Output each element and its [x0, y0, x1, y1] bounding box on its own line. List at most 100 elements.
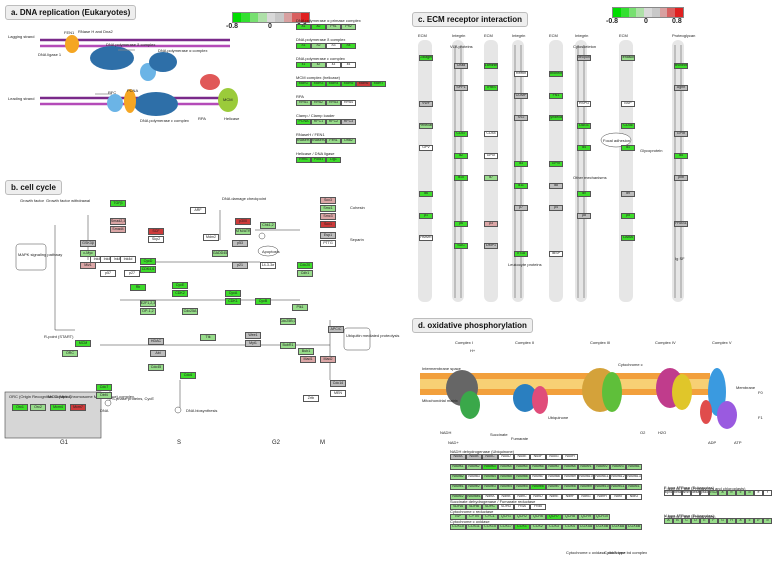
gene-node: FRAS1 [674, 221, 688, 227]
gene-node: Ndufa13 [626, 474, 642, 480]
gene-node: THBS [484, 85, 498, 91]
label-growth-factor: Growth factor [20, 198, 45, 203]
gene-node: ARF [190, 207, 206, 214]
gene-node: Bub1 [298, 348, 314, 355]
gene-node: α3 [514, 161, 528, 167]
gene-node: SDC [454, 243, 468, 249]
gene-node: Cdc45 [148, 364, 164, 371]
gene-node: NdhF [562, 494, 578, 500]
gene-node: NdhE [546, 494, 562, 500]
gene-node: Chk1,2 [260, 222, 276, 229]
gene-node: CycD [140, 258, 156, 265]
label-bd: Cytochrome bd complex [604, 550, 648, 555]
label-intermembrane: Intermembrane space [422, 366, 461, 371]
gene-node: Mcm7 [371, 81, 386, 87]
gene-node: α9 [621, 191, 635, 197]
gene-node: NdhD [530, 494, 546, 500]
gene-node: SDHA [450, 504, 466, 510]
gene-node: RFC2 [326, 119, 341, 125]
gene-node: Lig1 [326, 157, 341, 163]
gene-node: Ndufb5 [514, 484, 530, 490]
gene-node: COX15 [482, 524, 498, 530]
gene-node: e [754, 490, 763, 496]
ecm-column-header: Integrin [512, 33, 526, 38]
gene-node: α5 [674, 153, 688, 159]
gene-node: Ndufa11 [594, 474, 610, 480]
gene-node: TGFβ [110, 200, 126, 207]
gene-node: Mdm2 [203, 234, 219, 241]
gene-node: c″ [754, 518, 763, 524]
gene-node: d [745, 490, 754, 496]
gene-node: GSK3β [80, 240, 96, 247]
colorbar-left [232, 12, 310, 23]
gene-node: α1 [621, 145, 635, 151]
oxphos-complexes [446, 368, 737, 429]
complex-label: Complex II [515, 340, 535, 345]
gene-node: Ndufs6 [530, 464, 546, 470]
gene-node: epsilon [700, 490, 709, 496]
gene-node: ε2 [311, 62, 326, 68]
gene-node: Ndufs2 [466, 464, 482, 470]
gene-node: β5 [621, 213, 635, 219]
gene-node: Pold1 [311, 157, 326, 163]
gene-node: Scc3 [320, 197, 336, 204]
gene-node: NuoE [514, 454, 530, 460]
gene-node: Ndufc1 [626, 484, 642, 490]
gene-node: GPIb [674, 131, 688, 137]
label-f1: F1 [758, 415, 763, 420]
panel-a-title: a. DNA replication (Eukaryotes) [5, 5, 137, 20]
gene-node: NuoB [466, 454, 482, 460]
gene-node: Dna2 [341, 138, 356, 144]
gene-node: Cdc20 [297, 262, 313, 269]
label-pol-epsilon: DNA polymerase ε complex [140, 118, 189, 123]
gene-node: RNaseH1 [296, 138, 311, 144]
ecm-column-header: ECM [549, 33, 558, 38]
gene-node: Ndufs1 [450, 464, 466, 470]
gene-node: Pri1 [326, 24, 341, 30]
panel-c-title: c. ECM receptor interaction [412, 12, 529, 27]
gene-node: HMMR [419, 235, 433, 241]
gene-node: Ndufb6 [530, 484, 546, 490]
gene-node: a2 [311, 24, 326, 30]
panel-d-title: d. oxidative phosphorylation [412, 318, 533, 333]
gene-node: COX17 [498, 524, 514, 530]
gene-node: Ndufa3 [466, 474, 482, 480]
gene-node: Reelin [514, 71, 528, 77]
gene-node: a1 [296, 24, 311, 30]
label-pcna: PCNA [127, 88, 139, 93]
label-growth-factor-withdrawal: Growth factor withdrawal [46, 198, 91, 203]
gene-node: FrdB [530, 504, 546, 510]
gene-node: SDHC [482, 504, 498, 510]
gene-node: Ndufb11 [610, 484, 626, 490]
label-o2: O2 [640, 430, 646, 435]
label-succinate: Succinate [490, 432, 508, 437]
gene-node: E [700, 518, 709, 524]
gene-node: δ2 [311, 43, 326, 49]
gene-node: Ink4d [120, 256, 136, 263]
label-adp: ADP [708, 440, 717, 445]
gene-node: Orc1 [12, 404, 28, 411]
gene-node: Mcm7 [70, 404, 86, 411]
colorbar-right-mid: 0 [644, 18, 648, 25]
complex-label: Helicase / DNA ligase [296, 151, 335, 156]
label-ig-sf: Ig SF [675, 256, 685, 261]
gene-node: 14-3-3σ [260, 262, 276, 269]
gene-node: Plk1 [292, 304, 308, 311]
gene-node: RFC1 [311, 119, 326, 125]
gene-node: MCM [75, 340, 91, 347]
gene-node: NuoA [450, 454, 466, 460]
gene-node: Mcm6 [356, 81, 371, 87]
gene-node: Wee1 [245, 332, 261, 339]
gene-node: NuoC [482, 454, 498, 460]
label-f-type-prok: F-type ATPase (Prokaryotes and chloropla… [664, 486, 746, 491]
label-apoptosis: Apoptosis [262, 249, 280, 254]
gene-node: Mcm4 [326, 81, 341, 87]
gene-node: HDAC [148, 338, 164, 345]
label-helicase: Helicase [224, 116, 240, 121]
gene-node: Smad2,3 [110, 218, 126, 225]
label-focal-adhesion: Focal adhesion [603, 138, 631, 143]
label-other-mechanisms: Other mechanisms [573, 175, 607, 180]
colorbar-left-min: -0.8 [226, 23, 239, 30]
gene-node: Esp1 [320, 232, 336, 239]
gene-node: Ndufs5 [514, 464, 530, 470]
